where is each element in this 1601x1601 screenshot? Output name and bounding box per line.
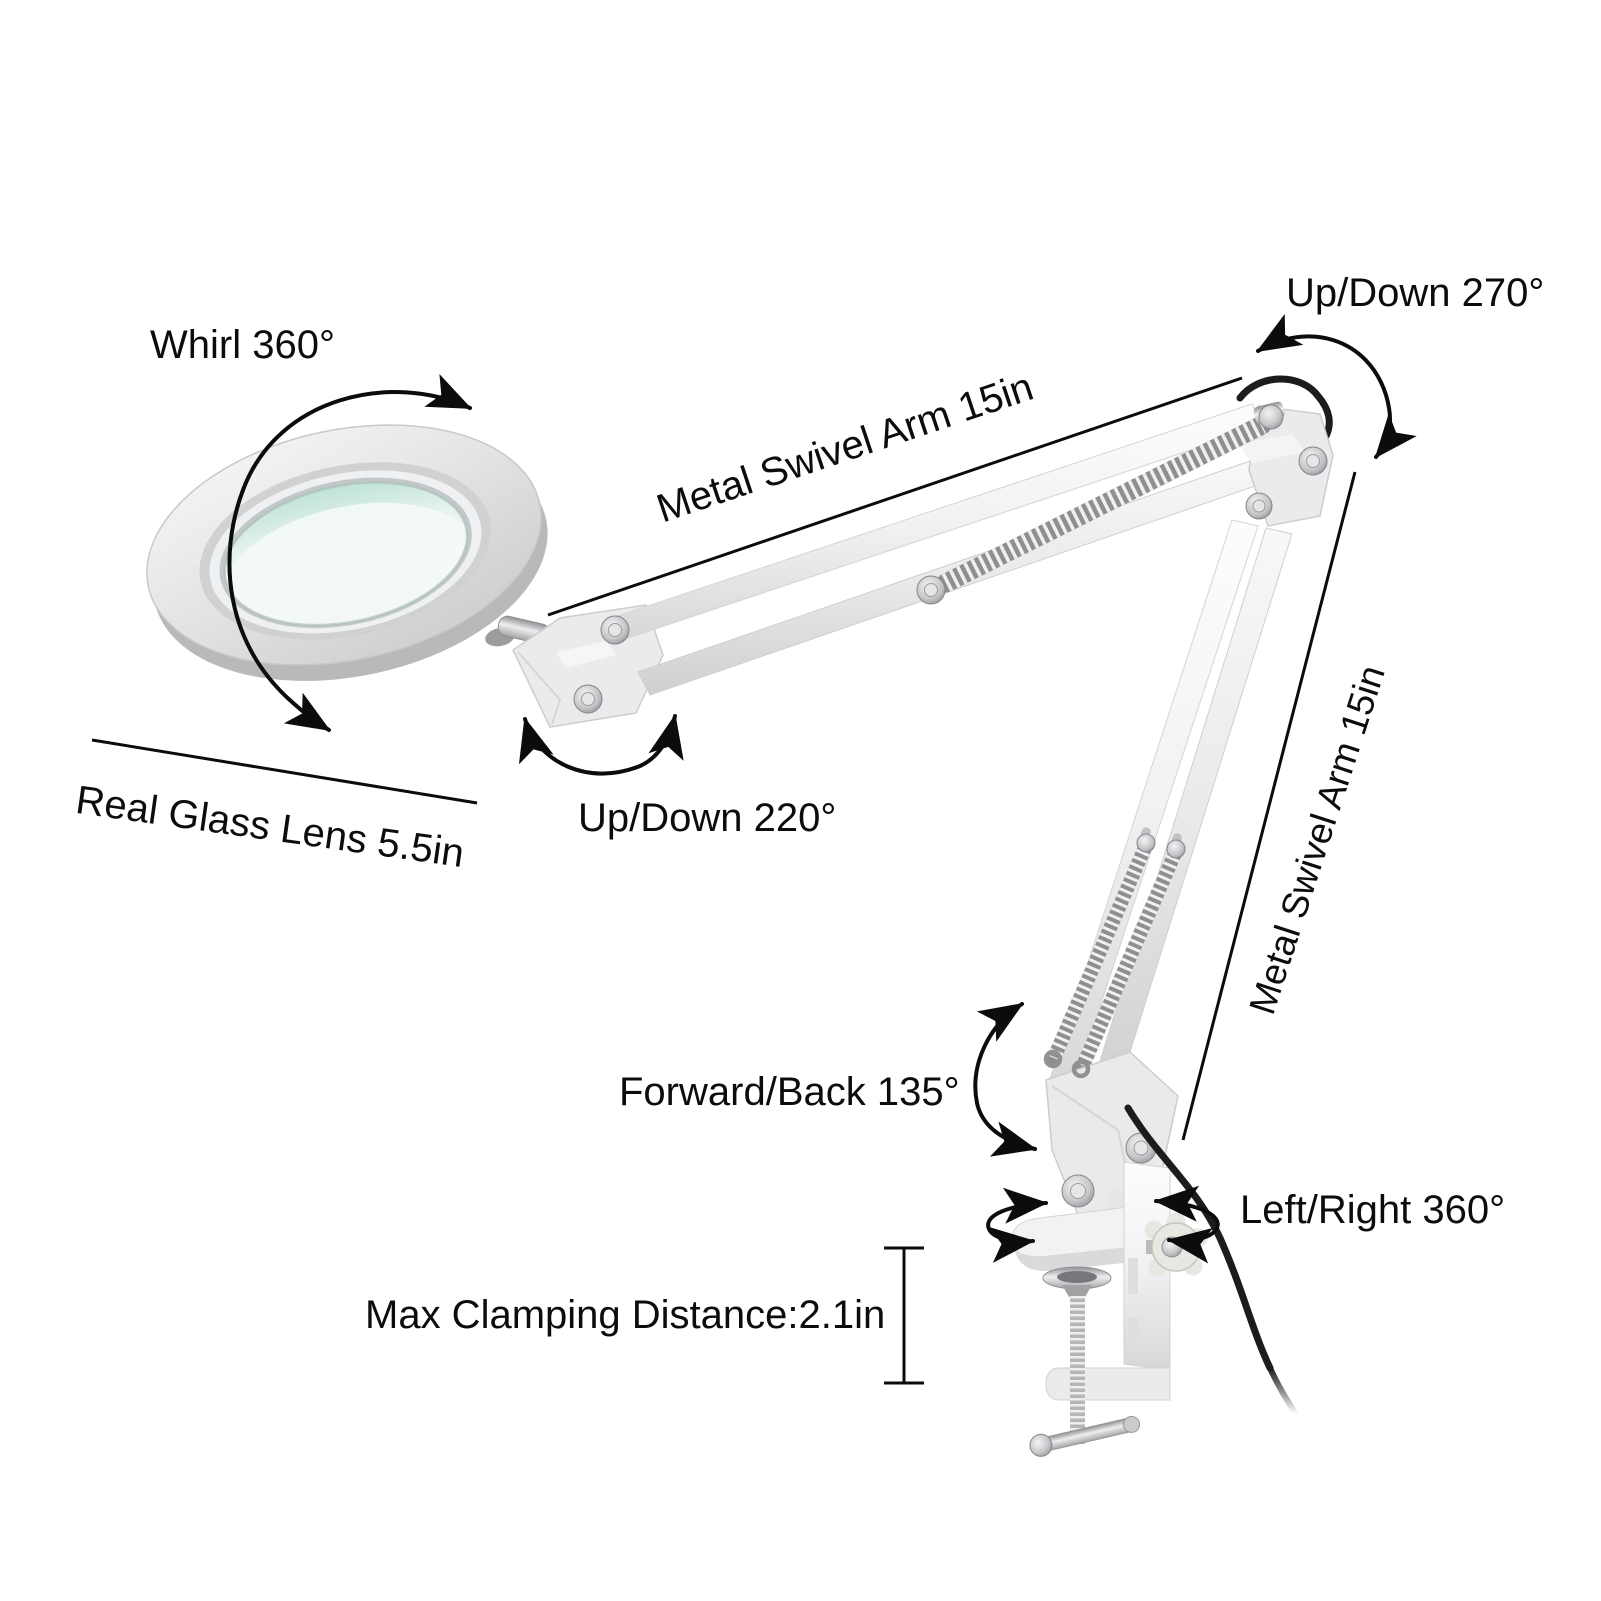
upper-arm-dimension-line: [547, 376, 1243, 617]
max-clamp-label: Max Clamping Distance:2.1in: [365, 1293, 886, 1337]
forward-back-label: Forward/Back 135°: [619, 1070, 960, 1114]
head-bracket-bolt-top: [600, 615, 630, 645]
lower-arm-springs: [1047, 827, 1186, 1075]
upper-arm-spring: [916, 415, 1272, 605]
whirl-label: Whirl 360°: [150, 323, 335, 367]
up-down-270-label: Up/Down 270°: [1286, 271, 1545, 315]
left-right-label: Left/Right 360°: [1240, 1188, 1506, 1232]
clamp-screw: [1029, 1266, 1141, 1457]
left-right-arrow-left: [986, 1187, 1048, 1263]
upper-swivel-arm: [611, 403, 1264, 696]
head-bracket-bolt-bottom: [573, 684, 603, 714]
clamp-knob: [1144, 1212, 1208, 1278]
dimension-lines: [91, 376, 1357, 1385]
forward-back-arrow: [973, 1002, 1037, 1157]
whirl-rotation-arrow: [227, 374, 472, 732]
right-arm-dimension-line: [1181, 471, 1357, 1141]
annotation-arrows: [227, 313, 1417, 1264]
power-cable: [1124, 1104, 1299, 1417]
elbow-bolt-lower: [1245, 492, 1273, 520]
elbow-bolt-upper: [1298, 446, 1328, 476]
left-right-arrow-right: [1154, 1185, 1220, 1264]
up-down-220-arrow: [518, 714, 684, 776]
lower-swivel-arm: [1047, 519, 1293, 1101]
lens-dimension-line: [91, 738, 478, 805]
up-down-220-label: Up/Down 220°: [578, 796, 837, 840]
clamp-dimension-line: [884, 1246, 924, 1385]
lamp-head-magnifier: [146, 424, 548, 681]
up-down-270-arrow: [1256, 313, 1417, 459]
